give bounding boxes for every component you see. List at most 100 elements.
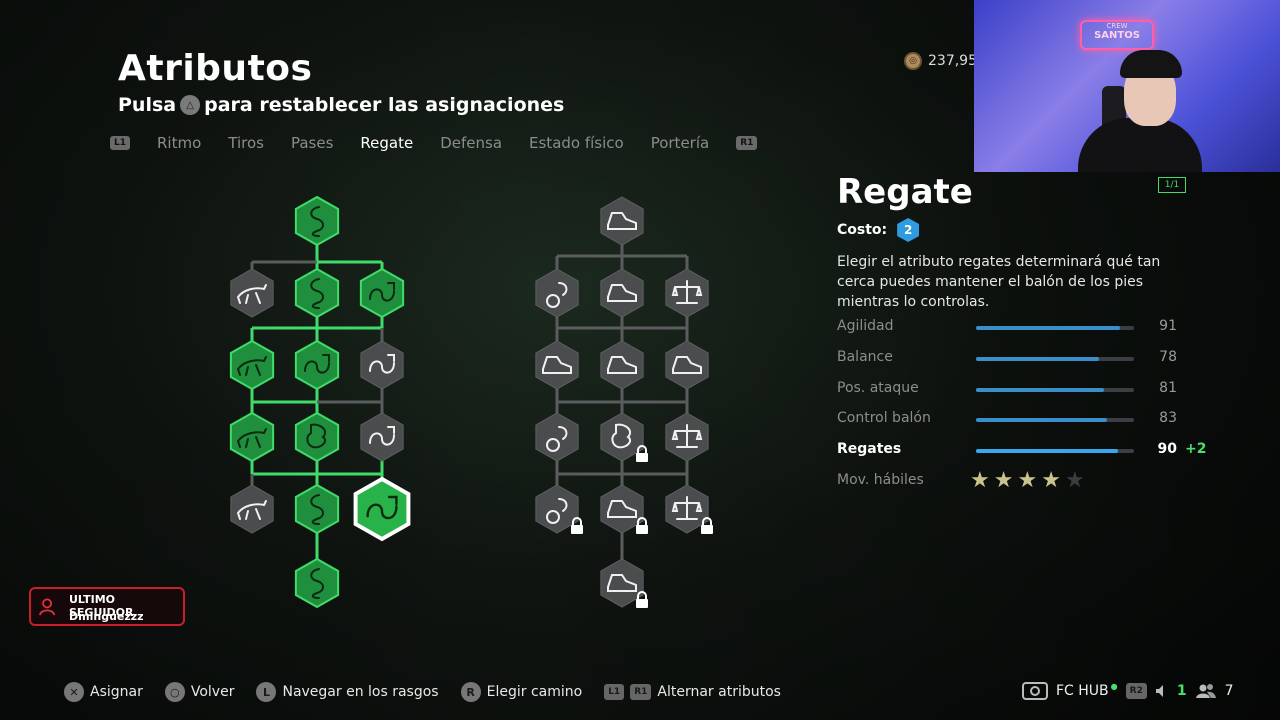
hex-tile bbox=[600, 268, 644, 318]
boot-icon bbox=[672, 356, 702, 374]
stat-bar bbox=[976, 449, 1134, 453]
l1-button-icon: L1 bbox=[604, 684, 625, 700]
right-node-r3-c1[interactable] bbox=[535, 412, 579, 462]
snake-icon bbox=[310, 278, 324, 309]
boot-icon bbox=[607, 212, 637, 230]
right-node-r3-c3[interactable] bbox=[665, 412, 709, 462]
lion-icon bbox=[306, 423, 327, 449]
stat-bar bbox=[976, 357, 1134, 361]
right-node-final[interactable] bbox=[600, 558, 644, 608]
swirl-icon bbox=[366, 495, 398, 520]
left-node-r2-c2[interactable] bbox=[294, 339, 340, 391]
tab-pases[interactable]: Pases bbox=[290, 134, 334, 152]
star-filled-icon: ★ bbox=[1041, 468, 1061, 493]
stat-label: Regates bbox=[837, 441, 902, 457]
tab-regate[interactable]: Regate bbox=[360, 134, 414, 152]
hex-tile bbox=[230, 268, 274, 318]
boot-icon bbox=[607, 356, 637, 374]
star-filled-icon: ★ bbox=[970, 468, 990, 493]
stat-bar-fill bbox=[976, 418, 1108, 422]
stat-row-agilidad: Agilidad 91 bbox=[837, 318, 1217, 338]
snake-icon bbox=[310, 568, 324, 599]
left-node-root[interactable] bbox=[294, 195, 340, 247]
hint-navegar[interactable]: L Navegar en los rasgos bbox=[256, 682, 439, 702]
right-node-r3-c2[interactable] bbox=[600, 412, 644, 462]
left-node-r3-c2[interactable] bbox=[294, 411, 340, 463]
neon-sign: CREW SANTOS bbox=[1080, 20, 1154, 50]
right-node-root[interactable] bbox=[600, 196, 644, 246]
tab-estado-fisico[interactable]: Estado físico bbox=[529, 134, 624, 152]
attribute-tabs: L1 Ritmo Tiros Pases Regate Defensa Esta… bbox=[110, 134, 758, 152]
tab-porteria[interactable]: Portería bbox=[650, 134, 710, 152]
left-node-r4-c1[interactable] bbox=[230, 484, 274, 534]
star-empty-icon: ★ bbox=[1064, 468, 1085, 493]
hint-alternar-atributos[interactable]: L1 R1 Alternar atributos bbox=[604, 684, 781, 700]
swirl-icon bbox=[369, 354, 395, 374]
circle-button-icon: ○ bbox=[164, 682, 185, 702]
r2-button-icon: R2 bbox=[1125, 683, 1147, 699]
webcam-overlay: CREW SANTOS bbox=[974, 0, 1280, 172]
r1-button-icon: R1 bbox=[630, 684, 652, 700]
scale-icon bbox=[671, 424, 703, 448]
r1-bumper-icon[interactable]: R1 bbox=[736, 136, 758, 150]
triangle-button-icon: △ bbox=[180, 95, 201, 115]
page-title: Atributos bbox=[118, 48, 313, 89]
cost-row: Costo: 2 bbox=[837, 218, 920, 242]
right-node-r1-c3[interactable] bbox=[665, 268, 709, 318]
right-node-r1-c2[interactable] bbox=[600, 268, 644, 318]
left-node-r1-c1[interactable] bbox=[230, 268, 274, 318]
right-node-r2-c3[interactable] bbox=[665, 340, 709, 390]
tab-tiros[interactable]: Tiros bbox=[228, 134, 264, 152]
right-node-r2-c2[interactable] bbox=[600, 340, 644, 390]
stat-bar-fill bbox=[976, 357, 1100, 361]
coin-icon: ◎ bbox=[904, 52, 922, 70]
ball-icon bbox=[546, 498, 568, 524]
boot-icon bbox=[542, 356, 572, 374]
swirl-icon bbox=[369, 426, 395, 446]
hex-tile bbox=[229, 411, 275, 463]
hex-tile bbox=[600, 340, 644, 390]
right-node-r1-c1[interactable] bbox=[535, 268, 579, 318]
left-node-r2-c3[interactable] bbox=[360, 340, 404, 390]
left-node-r4-c3-selected[interactable] bbox=[353, 476, 411, 542]
hex-tile bbox=[294, 483, 340, 535]
hex-tile bbox=[600, 484, 644, 534]
right-node-r4-c2[interactable] bbox=[600, 484, 644, 534]
stat-boost: +2 bbox=[1185, 441, 1207, 457]
right-node-r4-c1[interactable] bbox=[535, 484, 579, 534]
panther-icon bbox=[237, 356, 267, 376]
speaker-icon bbox=[1155, 685, 1163, 697]
left-node-final[interactable] bbox=[294, 557, 340, 609]
left-node-r3-c1[interactable] bbox=[229, 411, 275, 463]
stat-value: 91 bbox=[1159, 318, 1177, 334]
hex-tile bbox=[535, 412, 579, 462]
hint-volver[interactable]: ○ Volver bbox=[164, 682, 235, 702]
tab-defensa[interactable]: Defensa bbox=[440, 134, 503, 152]
left-node-r3-c3[interactable] bbox=[360, 412, 404, 462]
scale-icon bbox=[671, 280, 703, 304]
right-node-r2-c1[interactable] bbox=[535, 340, 579, 390]
hint-elegir-camino[interactable]: R Elegir camino bbox=[460, 682, 582, 702]
left-node-r2-c1[interactable] bbox=[229, 339, 275, 391]
left-node-r1-c3[interactable] bbox=[359, 267, 405, 319]
stat-value: 81 bbox=[1159, 380, 1177, 396]
stat-bar-fill bbox=[976, 326, 1120, 330]
stat-row-regates: Regates 90 +2 bbox=[837, 441, 1217, 461]
stat-bar bbox=[976, 418, 1134, 422]
left-stick-icon: L bbox=[256, 682, 277, 702]
hint-label: Alternar atributos bbox=[657, 684, 781, 700]
star-filled-icon: ★ bbox=[1017, 468, 1038, 493]
hint-label: Volver bbox=[190, 684, 235, 700]
right-node-r4-c3[interactable] bbox=[665, 484, 709, 534]
follower-name: Dminguezzz bbox=[69, 610, 144, 623]
tab-ritmo[interactable]: Ritmo bbox=[157, 134, 202, 152]
panther-icon bbox=[237, 500, 267, 520]
hint-asignar[interactable]: ✕ Asignar bbox=[64, 682, 143, 702]
fc-hub-label[interactable]: FC HUB bbox=[1056, 683, 1109, 699]
hint-label: Navegar en los rasgos bbox=[282, 684, 439, 700]
follower-title: ULTIMO SEGUIDOR bbox=[69, 593, 134, 619]
page-indicator: 1/1 bbox=[1158, 177, 1186, 193]
l1-bumper-icon[interactable]: L1 bbox=[110, 136, 130, 150]
left-node-r1-c2[interactable] bbox=[294, 267, 340, 319]
left-node-r4-c2[interactable] bbox=[294, 483, 340, 535]
